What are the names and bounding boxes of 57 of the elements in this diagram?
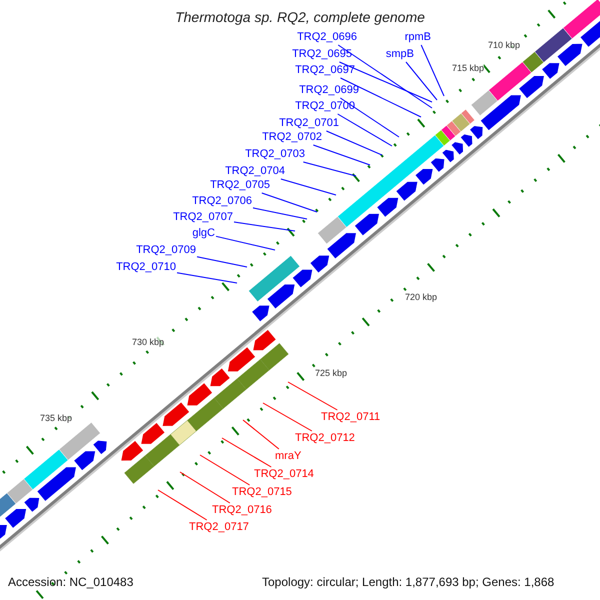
leader-line — [288, 382, 338, 410]
leader-line — [262, 402, 312, 432]
gene-label: mraY — [275, 450, 302, 463]
gene-label: TRQ2_0702 — [262, 131, 322, 144]
gene-label: TRQ2_0699 — [299, 84, 359, 97]
gene-label: TRQ2_0697 — [295, 64, 355, 77]
scale-label: 720 kbp — [405, 292, 438, 302]
gene-label: glgC — [192, 227, 215, 240]
leader-line — [196, 256, 248, 268]
accession-text: Accession: NC_010483 — [8, 575, 134, 589]
leader-line — [340, 78, 422, 118]
gene-label: TRQ2_0704 — [225, 165, 285, 178]
leader-line — [280, 178, 336, 196]
gene-label: rpmB — [404, 31, 431, 44]
gene-label: TRQ2_0711 — [321, 411, 380, 424]
leader-line — [180, 472, 230, 504]
gene-label: TRQ2_0717 — [189, 521, 249, 534]
leader-line — [261, 192, 318, 212]
scale-label: 710 kbp — [488, 40, 520, 50]
gene-label: TRQ2_0705 — [210, 179, 270, 192]
leader-line — [406, 62, 438, 100]
scale-label: 715 kbp — [452, 63, 484, 73]
gene-label: TRQ2_0710 — [116, 261, 176, 274]
leader-line — [234, 222, 296, 232]
gene-label: TRQ2_0709 — [136, 244, 196, 257]
gene-label: TRQ2_0696 — [297, 31, 357, 44]
map-title: Thermotoga sp. RQ2, complete genome — [174, 11, 426, 24]
leader-line — [338, 44, 432, 108]
scale-label: 725 kbp — [315, 368, 348, 378]
leader-line — [312, 144, 370, 166]
gene-label: TRQ2_0715 — [232, 486, 292, 499]
genome-info-text: Topology: circular; Length: 1,877,693 bp; Genes: 1,868 — [262, 575, 554, 589]
leader-line — [337, 114, 392, 146]
leader-line — [222, 438, 272, 468]
gene-label: TRQ2_0700 — [295, 100, 355, 113]
gene-label: TRQ2_0706 — [192, 195, 252, 208]
leader-line — [216, 236, 276, 250]
gene-label: TRQ2_0703 — [245, 148, 305, 161]
leader-line — [242, 420, 280, 450]
leader-line — [302, 162, 356, 176]
gene-label: TRQ2_0695 — [292, 48, 352, 61]
gene-label: TRQ2_0712 — [295, 432, 355, 445]
leader-line — [176, 272, 238, 284]
leader-line — [326, 130, 382, 156]
leader-line — [252, 207, 308, 220]
gene-label: TRQ2_0714 — [254, 468, 314, 481]
gene-label: TRQ2_0701 — [279, 117, 339, 130]
gene-label: TRQ2_0707 — [173, 211, 233, 224]
leader-line — [340, 98, 400, 138]
scale-label: 730 kbp — [132, 337, 164, 347]
leader-line — [200, 454, 250, 486]
leader-line — [158, 490, 208, 520]
gene-label: TRQ2_0716 — [212, 504, 272, 517]
gene-label: smpB — [386, 48, 414, 61]
leader-line — [420, 44, 444, 96]
leader-line — [338, 62, 432, 102]
scale-label: 735 kbp — [40, 413, 72, 423]
